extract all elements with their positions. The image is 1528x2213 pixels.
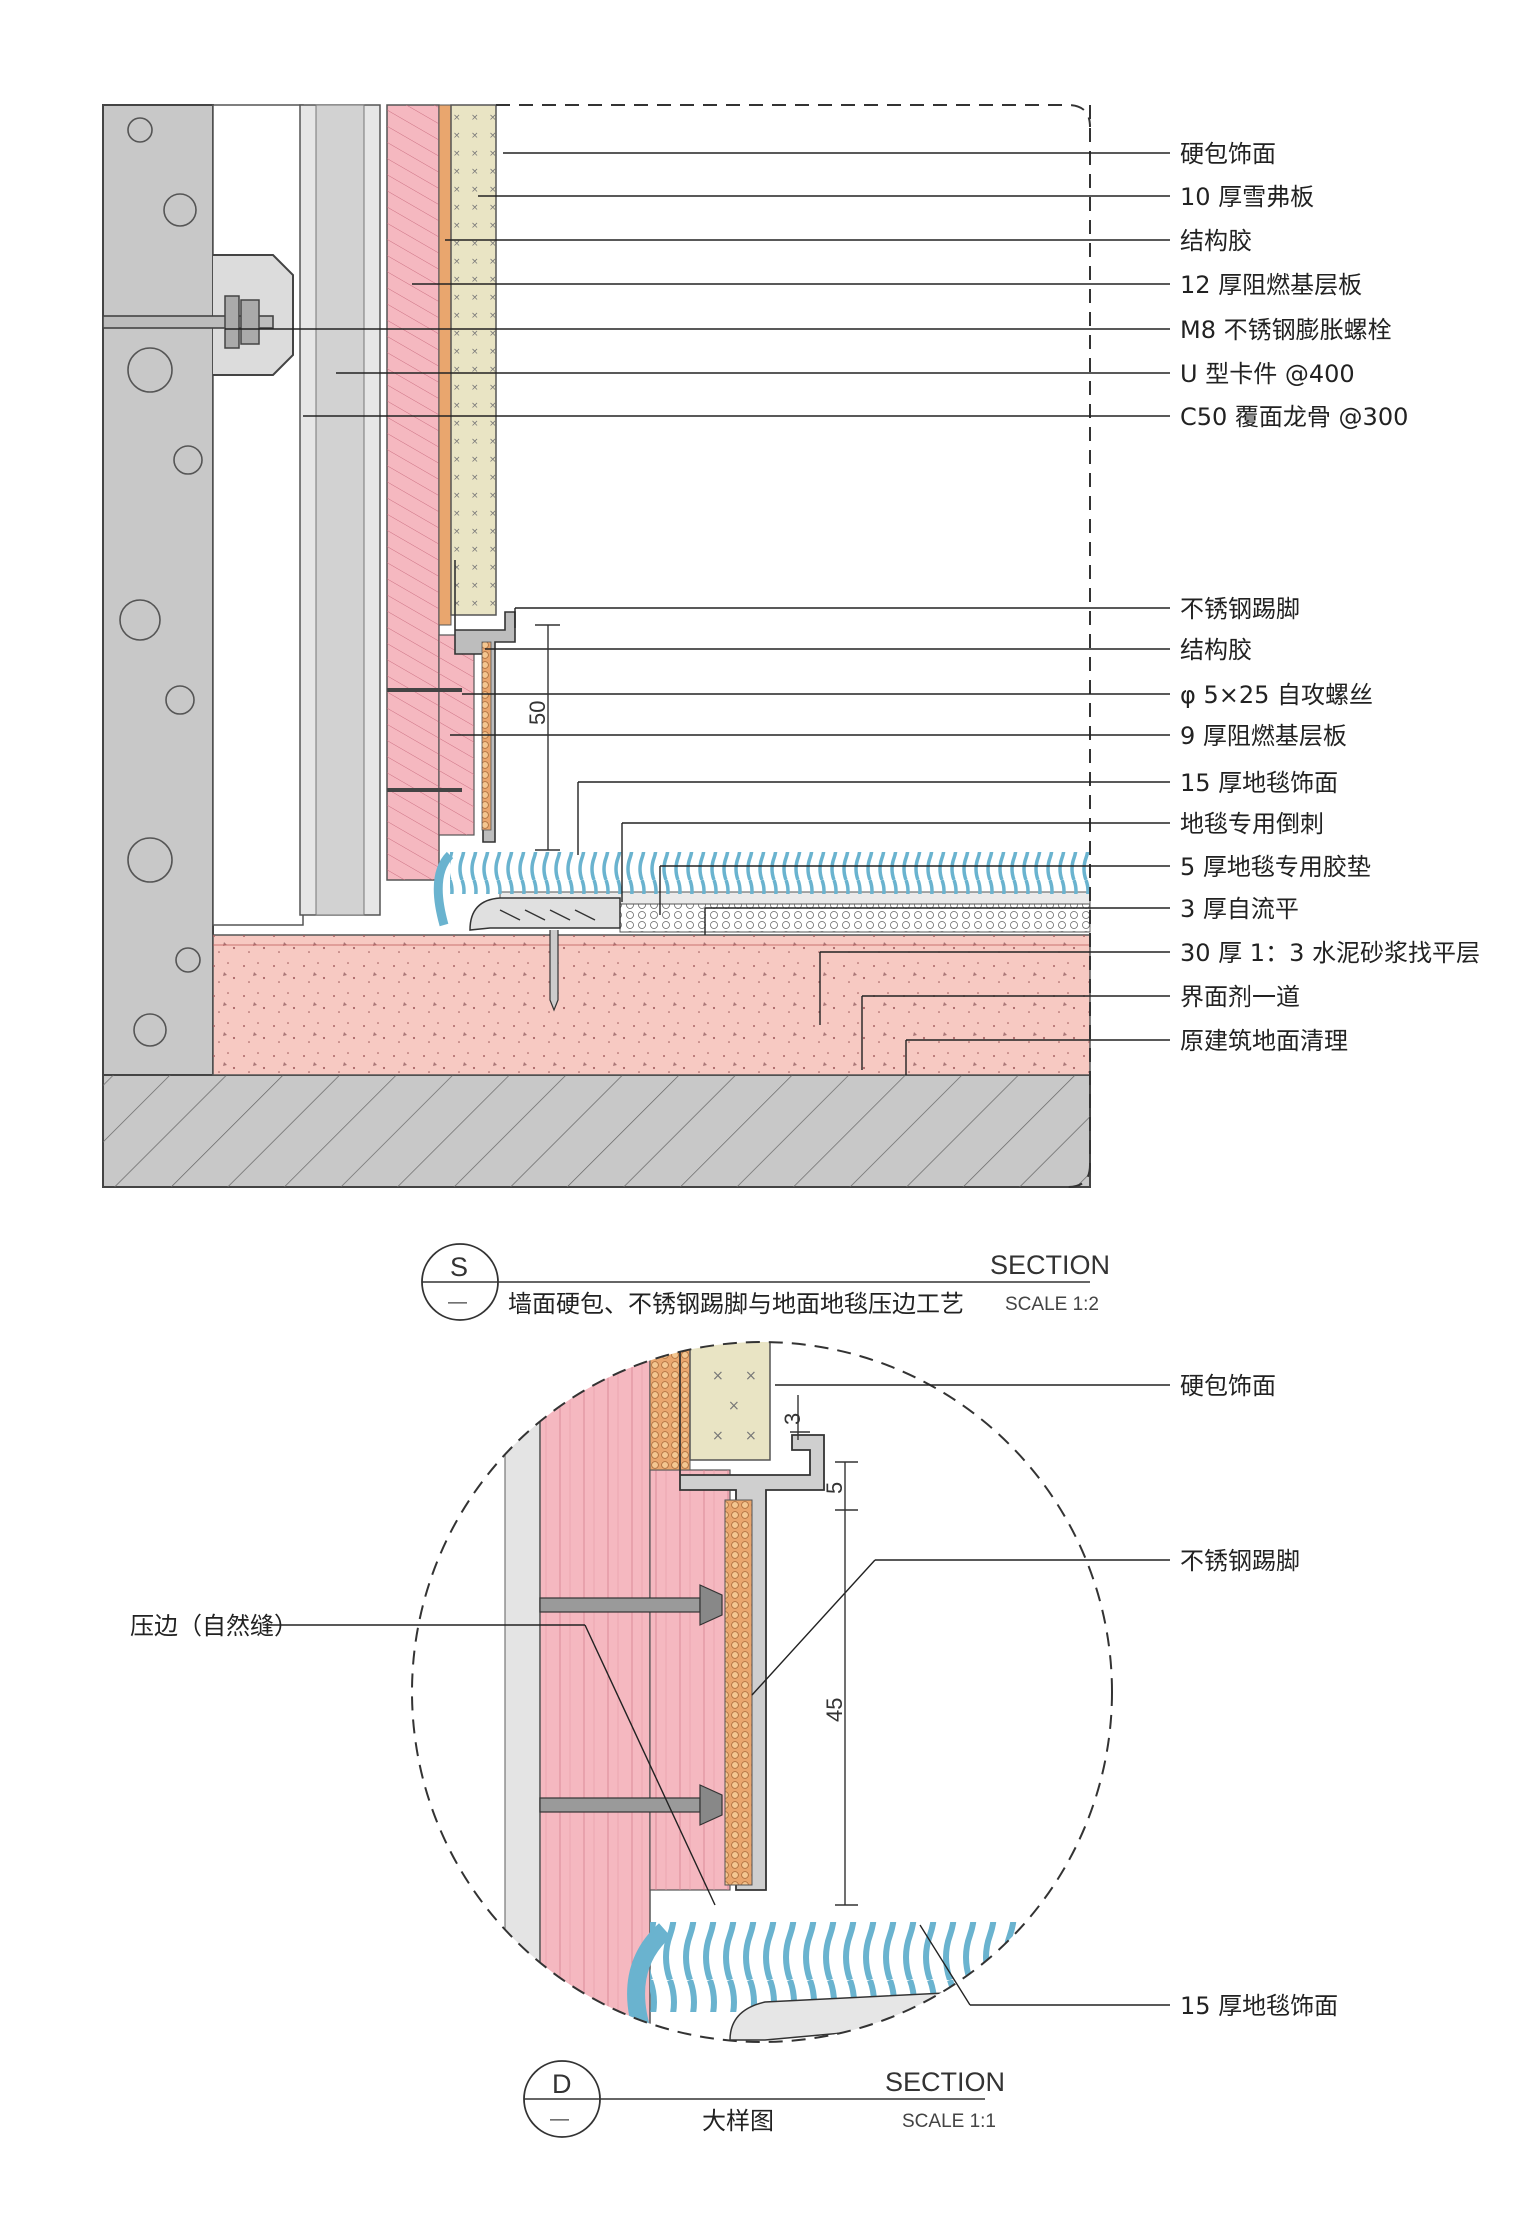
section-title-en-s: SECTION <box>990 1250 1110 1280</box>
label-s-interface: 界面剂一道 <box>1180 983 1300 1011</box>
section-d-leaders <box>265 1384 1170 2006</box>
label-s-screed: 30 厚 1：3 水泥砂浆找平层 <box>1180 939 1480 967</box>
section-scale-d: SCALE 1:1 <box>902 2111 996 2132</box>
dimension-45: 45 <box>822 1698 847 1722</box>
label-s-pad: 5 厚地毯专用胶垫 <box>1180 853 1371 881</box>
label-s-glue: 结构胶 <box>1180 227 1252 255</box>
label-d-edge: 压边（自然缝） <box>130 1612 298 1640</box>
svg-text:×: × <box>712 1428 724 1444</box>
label-d-finish: 硬包饰面 <box>1180 1372 1276 1400</box>
section-scale-s: SCALE 1:2 <box>1005 1294 1099 1315</box>
section-d-title-block: D — SECTION 大样图 SCALE 1:1 <box>523 2060 1005 2138</box>
svg-text:×: × <box>745 1368 757 1384</box>
label-s-original-floor: 原建筑地面清理 <box>1180 1027 1348 1055</box>
label-s-gripper: 地毯专用倒刺 <box>1180 810 1324 838</box>
svg-text:×: × <box>745 1428 757 1444</box>
label-s-base-board-12: 12 厚阻燃基层板 <box>1180 271 1362 299</box>
dimension-5: 5 <box>822 1482 847 1494</box>
section-d-drawing: ×× ××× <box>411 1341 1113 2043</box>
label-s-glue-2: 结构胶 <box>1180 636 1252 664</box>
dimension-50: 50 <box>525 701 550 725</box>
label-s-screw: φ 5×25 自攻螺丝 <box>1180 681 1373 709</box>
section-s-title-block: S — SECTION 墙面硬包、不锈钢踢脚与地面地毯压边工艺 SCALE 1:… <box>421 1243 1110 1321</box>
dimension-3: 3 <box>780 1413 805 1425</box>
label-d-carpet: 15 厚地毯饰面 <box>1180 1992 1338 2020</box>
bubble-sub-d: — <box>550 2109 569 2130</box>
section-s-leaders <box>225 152 1170 1075</box>
label-s-finish: 硬包饰面 <box>1180 140 1276 168</box>
section-title-cn-d: 大样图 <box>702 2107 774 2135</box>
label-s-u-clip: U 型卡件 @400 <box>1180 360 1355 388</box>
section-s-labels: 硬包饰面 10 厚雪弗板 结构胶 12 厚阻燃基层板 M8 不锈钢膨胀螺栓 U … <box>525 140 1480 1055</box>
label-s-stud: C50 覆面龙骨 @300 <box>1180 403 1408 431</box>
label-s-base-board-9: 9 厚阻燃基层板 <box>1180 722 1347 750</box>
label-s-bolt: M8 不锈钢膨胀螺栓 <box>1180 316 1392 344</box>
svg-text:×: × <box>712 1368 724 1384</box>
section-title-en-d: SECTION <box>885 2067 1005 2097</box>
section-title-cn-s: 墙面硬包、不锈钢踢脚与地面地毯压边工艺 <box>508 1290 964 1318</box>
section-s-drawing <box>102 104 1091 1188</box>
label-s-foam-board: 10 厚雪弗板 <box>1180 183 1314 211</box>
bubble-letter-d: D <box>552 2069 572 2099</box>
label-s-self-level: 3 厚自流平 <box>1180 895 1299 923</box>
bubble-letter-s: S <box>450 1252 468 1282</box>
bubble-sub-s: — <box>448 1292 467 1313</box>
section-d-labels: 硬包饰面 不锈钢踢脚 压边（自然缝） 15 厚地毯饰面 3 5 45 <box>130 1372 1338 2020</box>
label-s-skirting: 不锈钢踢脚 <box>1180 595 1300 623</box>
label-d-skirting: 不锈钢踢脚 <box>1180 1547 1300 1575</box>
svg-text:×: × <box>728 1398 740 1414</box>
label-s-carpet: 15 厚地毯饰面 <box>1180 769 1338 797</box>
